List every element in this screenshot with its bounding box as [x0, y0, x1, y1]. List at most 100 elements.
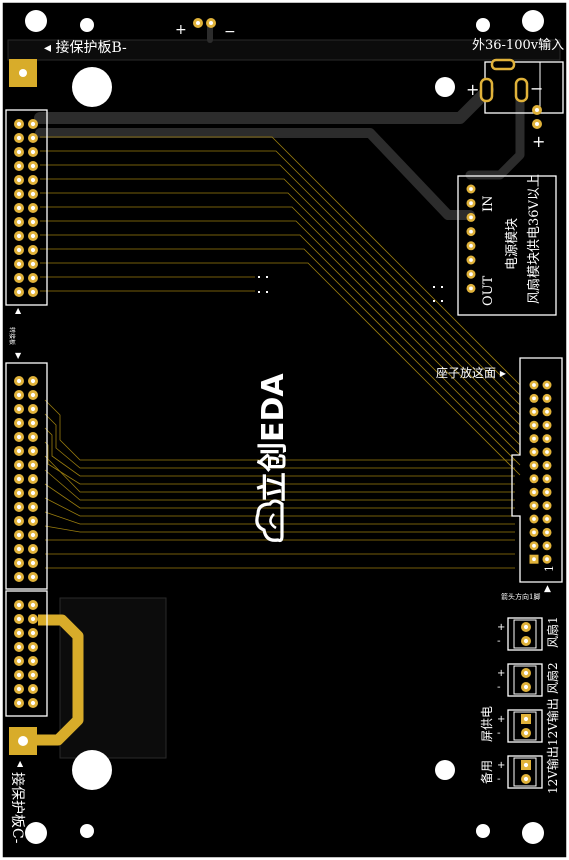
mount-hole	[476, 18, 490, 32]
header-pin-hole	[16, 289, 22, 295]
terminal-pin-hole	[523, 776, 529, 782]
header-pin-hole	[16, 149, 22, 155]
label-logo: 立创EDA	[256, 373, 291, 502]
header-pin-hole	[30, 420, 36, 426]
header-pin-hole	[16, 546, 22, 552]
terminal-pin-hole	[523, 670, 529, 676]
header-pin-hole	[16, 574, 22, 580]
label-socket-side: 座子放这面 ▸	[436, 366, 506, 380]
label-screen-power: 屏供电	[480, 705, 494, 742]
header-pin-hole	[30, 289, 36, 295]
mount-hole	[25, 10, 47, 32]
label-fan2: 风扇2	[546, 662, 560, 694]
terminal-pin-hole	[523, 730, 529, 736]
signal-traces-upper	[40, 136, 521, 476]
header-pin-hole	[16, 191, 22, 197]
idc-pin-hole	[545, 517, 549, 521]
terminal-polarity: +	[497, 622, 505, 633]
idc-pin-hole	[532, 530, 536, 535]
header-pin-hole	[30, 261, 36, 267]
label-up-arrow-right: ▲	[544, 584, 551, 594]
idc-pin-hole	[545, 436, 549, 441]
idc-pin-hole	[532, 409, 536, 414]
label-fan1: 风扇1	[546, 616, 560, 648]
label-out-plus: +	[532, 132, 546, 151]
idc-pin-hole	[545, 423, 549, 428]
label-12v-out-a: 12V输出	[546, 698, 560, 746]
header-pin-hole	[30, 672, 36, 678]
module-pin-hole	[469, 258, 473, 262]
label-module-in: IN	[481, 195, 496, 212]
module-pin-hole	[469, 201, 473, 206]
header-pin-hole	[30, 163, 36, 169]
header-pin-hole	[16, 378, 22, 384]
label-protect-board-b: ◂ 接保护板B-	[44, 40, 127, 56]
terminal-polarity: -	[497, 728, 501, 739]
header-pin-hole	[30, 149, 36, 155]
header-pin-hole	[16, 163, 22, 169]
header-pin-hole	[30, 205, 36, 211]
idc-pin-hole	[532, 383, 536, 387]
header-pin-hole	[30, 644, 36, 650]
header-pin-hole	[16, 121, 22, 127]
terminal-inner	[513, 619, 537, 649]
lower-header-pins	[14, 376, 38, 708]
header-pin-hole	[16, 476, 22, 482]
mount-hole	[522, 822, 544, 844]
header-pin-hole	[30, 686, 36, 692]
header-pin-hole	[16, 462, 22, 468]
header-pin-hole	[30, 476, 36, 482]
terminal-pin-hole	[523, 684, 529, 690]
idc-pin-hole	[545, 476, 549, 481]
idc-pin-hole	[532, 423, 536, 428]
terminal-block	[507, 617, 543, 651]
header-pin-hole	[30, 462, 36, 468]
header-pin-hole	[16, 205, 22, 211]
idc-pin-hole	[545, 409, 549, 414]
mount-hole	[72, 67, 112, 107]
header-pin-hole	[16, 448, 22, 454]
label-module-name: 电源模块	[505, 217, 520, 270]
power-module-pins	[466, 184, 476, 293]
header-pin-hole	[16, 504, 22, 510]
cloud-logo-icon	[255, 499, 284, 543]
header-pin-hole	[16, 490, 22, 496]
header-pin-hole	[16, 233, 22, 239]
header-pin-hole	[16, 560, 22, 566]
idc-pin-hole	[532, 517, 536, 521]
idc-pin-hole	[532, 476, 536, 481]
idc-pin-hole	[545, 557, 549, 562]
idc-pin-hole	[532, 463, 536, 468]
header-pin-hole	[16, 686, 22, 692]
label-narrow-mark: 转接板	[8, 327, 15, 346]
label-up-arrow-b: ▲	[15, 306, 22, 315]
header-pin-hole	[16, 247, 22, 253]
header-pin-hole	[30, 616, 36, 622]
header-pin-hole	[30, 233, 36, 239]
terminal-pin-hole	[523, 762, 529, 768]
label-down-arrow: ▼	[15, 351, 22, 360]
idc-pin-hole	[545, 530, 549, 535]
terminal-polarity: +	[497, 668, 505, 679]
module-pin-hole	[469, 229, 473, 234]
header-pin-hole	[16, 658, 22, 664]
terminal-pin-hole	[523, 638, 529, 644]
idc-pin-hole	[545, 503, 549, 508]
header-pin-hole	[30, 247, 36, 253]
header-pin-hole	[30, 560, 36, 566]
terminal-pin-hole	[523, 624, 529, 630]
label-arrow-pin1: 箭头方向1脚	[501, 593, 541, 601]
idc-pin-hole	[532, 503, 536, 508]
label-module-note: 风扇模块供电36V以上	[527, 174, 542, 304]
header-pin-hole	[16, 275, 22, 281]
label-module-out: OUT	[481, 275, 496, 306]
header-pin-hole	[30, 574, 36, 580]
terminal-block	[507, 663, 543, 697]
header-pin-hole	[30, 191, 36, 197]
mount-hole	[476, 824, 490, 838]
mount-hole	[25, 822, 47, 844]
terminal-block	[507, 755, 543, 789]
header-pin-hole	[16, 420, 22, 426]
mount-hole	[80, 18, 94, 32]
label-protect-board-c: 接保护板C-	[9, 772, 25, 844]
